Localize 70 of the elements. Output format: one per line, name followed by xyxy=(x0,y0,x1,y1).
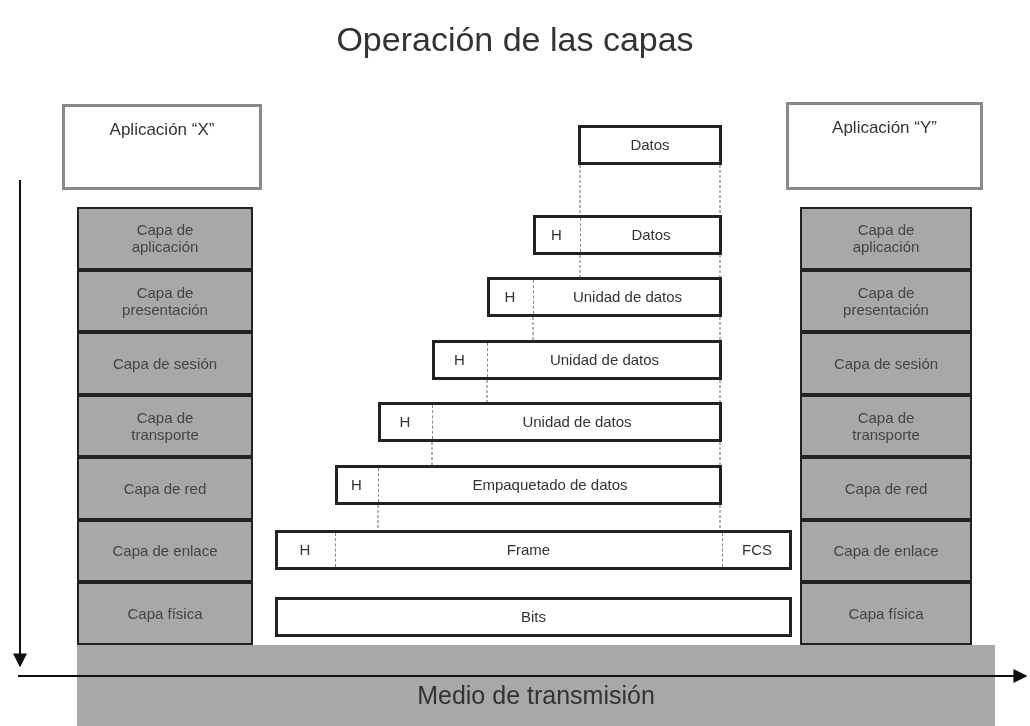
layer-box xyxy=(800,207,972,270)
packet-field-label: Unidad de datos xyxy=(548,349,661,370)
layer-label: Capa de sesión xyxy=(111,354,219,372)
layer-label: Capa de aplicación xyxy=(130,221,200,256)
layer-box xyxy=(800,582,972,645)
layer-box xyxy=(800,519,972,582)
application-label: Aplicación “X” xyxy=(108,119,216,141)
layer-label: Capa de transporte xyxy=(851,408,921,443)
diagram-title: Operación de las capas xyxy=(336,19,694,60)
dashed-connector xyxy=(486,379,488,403)
layer-label: Capa de aplicación xyxy=(851,221,921,256)
layer-box xyxy=(77,582,253,645)
packet-box xyxy=(533,215,722,255)
dashed-connector xyxy=(719,379,721,403)
layer-label: Capa de presentación xyxy=(121,283,209,318)
packet-field-label: H xyxy=(503,286,517,307)
layer-label: Capa física xyxy=(847,604,925,622)
layer-label: Capa física xyxy=(126,604,204,622)
dashed-connector xyxy=(532,316,534,341)
layer-label: Capa de red xyxy=(122,479,208,497)
application-label: Aplicación “Y” xyxy=(831,117,938,139)
medium-label: Medio de transmisión xyxy=(417,679,655,711)
layer-box xyxy=(77,207,253,270)
packet-box xyxy=(275,597,792,637)
packet-box xyxy=(378,402,722,442)
layer-label: Capa de presentación xyxy=(842,283,930,318)
packet-field-label: Datos xyxy=(630,224,672,245)
packet-box xyxy=(335,465,722,505)
packet-field-label: H xyxy=(398,411,412,432)
application-box xyxy=(62,104,262,190)
packet-field-label: H xyxy=(298,539,312,560)
packet-field-label: Unidad de datos xyxy=(521,411,633,432)
packet-field-label: H xyxy=(453,349,466,370)
layer-box xyxy=(77,269,253,332)
layer-label: Capa de red xyxy=(843,479,929,497)
layer-box xyxy=(77,394,253,457)
packet-field-label: Unidad de datos xyxy=(571,286,684,307)
dashed-connector xyxy=(719,504,721,531)
layer-box xyxy=(800,457,972,520)
transmission-medium-bar xyxy=(77,645,995,726)
layer-label: Capa de sesión xyxy=(832,354,940,372)
dashed-connector xyxy=(719,316,721,341)
dashed-connector xyxy=(579,254,581,278)
layer-box xyxy=(800,332,972,395)
packet-field-label: H xyxy=(550,224,563,245)
packet-field-label: Empaquetado de datos xyxy=(471,474,629,495)
dashed-connector xyxy=(719,441,721,466)
packet-box xyxy=(432,340,722,380)
dashed-connector xyxy=(431,441,433,466)
layer-box xyxy=(77,519,253,582)
packet-field-label: FCS xyxy=(741,539,773,560)
packet-box xyxy=(578,125,722,165)
packet-box xyxy=(487,277,722,317)
layer-box xyxy=(77,332,253,395)
layer-box xyxy=(77,457,253,520)
layer-box xyxy=(800,269,972,332)
layer-label: Capa de enlace xyxy=(111,542,219,560)
dashed-connector xyxy=(719,164,721,216)
packet-field-label: Frame xyxy=(505,539,552,560)
packet-field-label: H xyxy=(350,474,363,495)
layer-label: Capa de transporte xyxy=(130,408,200,443)
packet-box xyxy=(275,530,792,570)
dashed-connector xyxy=(579,164,581,216)
layer-box xyxy=(800,394,972,457)
packet-field-label: Bits xyxy=(520,606,547,627)
packet-field-label: Datos xyxy=(629,134,671,155)
layer-label: Capa de enlace xyxy=(832,542,940,560)
dashed-connector xyxy=(377,504,379,531)
dashed-connector xyxy=(719,254,721,278)
application-box xyxy=(786,102,983,190)
